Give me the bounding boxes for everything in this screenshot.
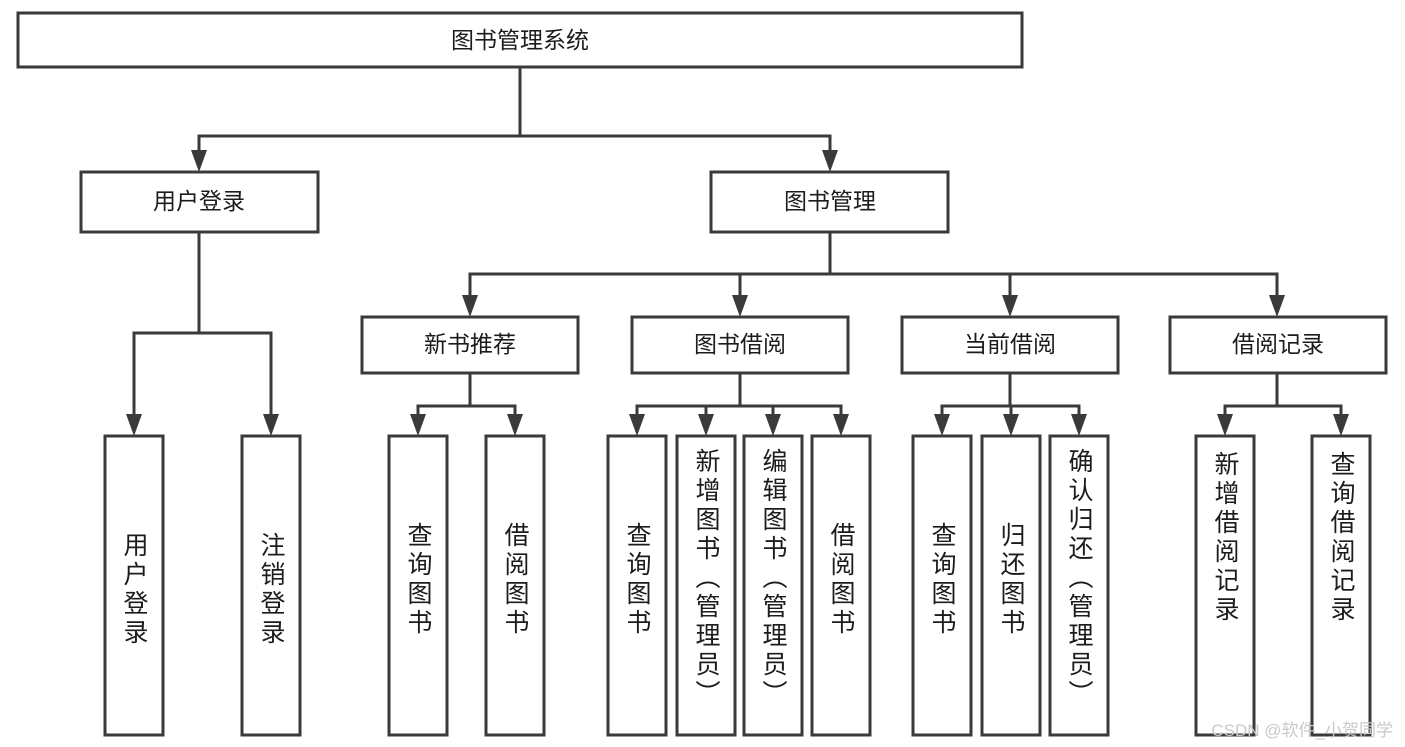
edge-group-new-book-to-leaves (410, 371, 523, 436)
node-book-borrow-box (630, 315, 850, 375)
arrow-head-leaf-user-login (126, 414, 142, 436)
arrow-head-leaf-edit-book (765, 414, 781, 436)
leaf-confirm-return-admin[interactable]: 确认归还（管理员） (1048, 434, 1110, 737)
leaf-query-book-recommend-box (387, 434, 449, 737)
node-borrow-record-box (1168, 315, 1388, 375)
arrow-head-leaf-query-record (1333, 414, 1349, 436)
edge-group-book-manage-to-level3 (462, 230, 1285, 317)
node-book-manage-label: 图书管理 (784, 188, 876, 214)
leaf-add-book-admin-box (675, 434, 737, 737)
leaf-borrow-book-recommend-label: 借阅图书 (501, 522, 530, 638)
node-borrow-record[interactable]: 借阅记录 (1168, 315, 1388, 375)
leaf-user-login-label: 用户登录 (120, 532, 149, 648)
arrow-head-leaf-return-book (1003, 414, 1019, 436)
node-current-borrow-box (900, 315, 1120, 375)
edge-group-user-login-to-leaves (126, 230, 279, 436)
node-book-borrow[interactable]: 图书借阅 (630, 315, 850, 375)
leaf-query-book-recommend-label: 查询图书 (404, 522, 433, 638)
node-root-box (16, 11, 1024, 69)
leaf-add-book-admin[interactable]: 新增图书（管理员） (675, 434, 737, 737)
leaf-query-book-current[interactable]: 查询图书 (911, 434, 973, 737)
leaf-edit-book-admin[interactable]: 编辑图书（管理员） (742, 434, 804, 737)
node-user-login-box (79, 170, 320, 234)
node-book-manage[interactable]: 图书管理 (709, 170, 950, 234)
leaf-query-borrow-record[interactable]: 查询借阅记录 (1310, 434, 1372, 737)
leaf-borrow-book-box (810, 434, 872, 737)
arrow-head-leaf-add-book (698, 414, 714, 436)
leaf-confirm-return-admin-box (1048, 434, 1110, 737)
arrow-head-new-book-recommend (462, 295, 478, 317)
node-new-book-recommend-box (360, 315, 580, 375)
arrow-head-leaf-add-record (1217, 414, 1233, 436)
arrow-head-borrow-record (1269, 295, 1285, 317)
arrow-head-book-borrow (732, 295, 748, 317)
leaf-add-borrow-record-label: 新增借阅记录 (1211, 451, 1240, 625)
leaf-query-book-borrow-box (606, 434, 668, 737)
arrow-head-leaf-query-book-1 (410, 414, 426, 436)
leaf-query-book-recommend[interactable]: 查询图书 (387, 434, 449, 737)
leaf-query-borrow-record-box (1310, 434, 1372, 737)
arrow-head-book-manage (822, 150, 838, 172)
arrow-head-leaf-query-book-2 (629, 414, 645, 436)
leaf-return-book-label: 归还图书 (997, 522, 1026, 638)
leaf-borrow-book-recommend-box (484, 434, 546, 737)
leaf-return-book-box (980, 434, 1042, 737)
leaf-edit-book-admin-box (742, 434, 804, 737)
leaf-borrow-book[interactable]: 借阅图书 (810, 434, 872, 737)
leaf-borrow-book-recommend[interactable]: 借阅图书 (484, 434, 546, 737)
leaf-add-borrow-record[interactable]: 新增借阅记录 (1194, 434, 1256, 737)
leaf-add-book-admin-label: 新增图书（管理员） (692, 448, 721, 709)
leaf-user-login-box (103, 434, 165, 737)
node-root-system[interactable]: 图书管理系统 (16, 11, 1024, 69)
leaf-query-book-current-box (911, 434, 973, 737)
leaf-logout-box (240, 434, 302, 737)
node-new-book-recommend[interactable]: 新书推荐 (360, 315, 580, 375)
arrow-head-leaf-borrow-book-1 (507, 414, 523, 436)
leaf-query-book-current-label: 查询图书 (928, 522, 957, 638)
leaf-return-book[interactable]: 归还图书 (980, 434, 1042, 737)
node-root-label: 图书管理系统 (451, 27, 589, 53)
leaf-edit-book-admin-label: 编辑图书（管理员） (759, 448, 788, 709)
leaf-add-borrow-record-box (1194, 434, 1256, 737)
node-borrow-record-label: 借阅记录 (1232, 331, 1324, 357)
node-current-borrow[interactable]: 当前借阅 (900, 315, 1120, 375)
arrow-head-leaf-logout (263, 414, 279, 436)
arrow-head-leaf-confirm-return (1071, 414, 1087, 436)
leaf-query-book-borrow-label: 查询图书 (623, 522, 652, 638)
arrow-head-leaf-borrow-book-2 (833, 414, 849, 436)
edge-group-borrow-record-to-leaves (1217, 371, 1349, 436)
leaf-user-login[interactable]: 用户登录 (103, 434, 165, 737)
leaf-logout[interactable]: 注销登录 (240, 434, 302, 737)
arrow-head-user-login (191, 150, 207, 172)
edge-group-root-to-level2 (191, 65, 838, 172)
node-user-login-label: 用户登录 (153, 188, 245, 214)
leaf-logout-label: 注销登录 (257, 532, 286, 648)
leaf-borrow-book-label: 借阅图书 (827, 522, 856, 638)
node-book-borrow-label: 图书借阅 (694, 331, 786, 357)
node-user-login[interactable]: 用户登录 (79, 170, 320, 234)
arrow-head-current-borrow (1002, 295, 1018, 317)
node-new-book-recommend-label: 新书推荐 (424, 331, 516, 357)
node-book-manage-box (709, 170, 950, 234)
node-current-borrow-label: 当前借阅 (964, 331, 1056, 357)
arrow-head-leaf-query-book-3 (934, 414, 950, 436)
leaf-query-borrow-record-label: 查询借阅记录 (1327, 451, 1356, 625)
csdn-watermark: CSDN @软件_小贺同学 (1211, 721, 1393, 740)
edge-group-book-borrow-to-leaves (629, 371, 849, 436)
leaf-confirm-return-admin-label: 确认归还（管理员） (1065, 448, 1094, 709)
edge-group-current-borrow-to-leaves (934, 371, 1087, 436)
leaf-query-book-borrow[interactable]: 查询图书 (606, 434, 668, 737)
